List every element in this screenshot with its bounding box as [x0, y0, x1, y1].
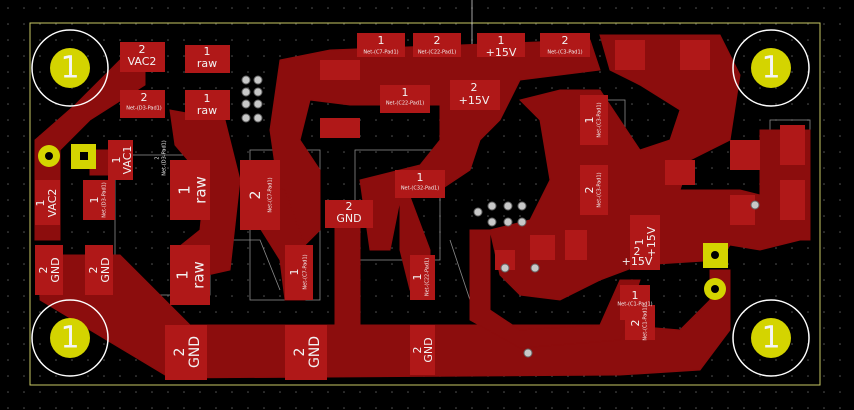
pad-number: 1 — [417, 171, 424, 184]
mounting-hole-label: 1 — [761, 51, 780, 86]
pad-net-label: Net-(C22-Pad1) — [386, 101, 424, 107]
pad-number: 2 — [292, 348, 308, 357]
mounting-hole-label: 1 — [761, 321, 780, 356]
pad-net-label: GND — [187, 336, 203, 368]
pad-number: 1 — [204, 92, 211, 105]
pad-number: 2 — [139, 43, 146, 56]
pad-net-label: GND — [307, 336, 323, 368]
pad-number: 2 — [37, 267, 50, 274]
mounting-hole-top-right: 1 — [732, 29, 810, 107]
pad-net-label: +15V — [645, 226, 658, 257]
pad-number: 2 — [434, 34, 441, 47]
pad-number: 2 — [634, 245, 641, 258]
mounting-hole-label: 1 — [60, 51, 79, 86]
pad-net-label: Net-(C1-Pad1) — [643, 305, 649, 340]
board-outline — [29, 22, 821, 386]
pad-net-label: Net-(C22-Pad1) — [418, 50, 456, 56]
pad-number: 1 — [88, 197, 101, 204]
pad-label-15v-right: 2 +15V — [622, 245, 653, 268]
pad-net-label: raw — [190, 261, 208, 289]
pad-net-label: Net-(C32-Pad1) — [401, 186, 439, 192]
pad-number: 1 — [288, 269, 301, 276]
pad-number: 2 — [87, 267, 100, 274]
pad-net-label: Net-(C3-Pad1) — [597, 172, 603, 207]
vias — [241, 75, 760, 358]
pad-net-label: Net-(C7-Pad1) — [303, 254, 309, 289]
pad-number: 1 — [402, 86, 409, 99]
pad-net-label: Net-(D3-Pad1) — [162, 140, 168, 176]
pad-number: 1 — [174, 270, 192, 280]
pad-net-label: raw — [197, 57, 217, 70]
pad-number: 2 — [155, 156, 161, 159]
through-hole-pads — [38, 144, 728, 300]
pad-net-label: GND — [49, 257, 62, 282]
pad-number: 2 — [629, 320, 642, 327]
pad-number: 2 — [141, 91, 148, 104]
pad-net-label: +15V — [486, 46, 517, 59]
pad-net-label: Net-(C3-Pad1) — [547, 50, 582, 56]
pad-number: 1 — [204, 45, 211, 58]
pad-net-label: GND — [99, 257, 112, 282]
pad-net-label: raw — [192, 176, 210, 204]
pad-number: 2 — [411, 347, 424, 354]
pad-number: 1 — [632, 289, 639, 302]
pad-labels: 2 VAC2 1 raw 2 Net-(D3-Pad1) 1 raw 1 Net… — [126, 34, 582, 225]
pad-number: 2 — [172, 348, 188, 357]
mounting-hole-top-left: 1 — [31, 29, 109, 107]
pad-number: 1 — [34, 200, 47, 207]
pad-net-label: VAC2 — [128, 55, 157, 68]
pad-net-label: Net-(C1-Pad1) — [617, 302, 652, 308]
pad-number: 1 — [583, 117, 596, 124]
copper-pads — [35, 33, 805, 380]
pad-number: 2 — [471, 81, 478, 94]
pad-net-label: Net-(C7-Pad1) — [268, 177, 274, 212]
mounting-hole-bottom-right: 1 — [732, 299, 810, 377]
pad-net-label: Net-(C22-Pad1) — [425, 258, 431, 296]
pad-net-label: Net-(D3-Pad1) — [102, 182, 108, 218]
pad-net-label: raw — [197, 104, 217, 117]
mounting-hole-label: 1 — [60, 321, 79, 356]
pad-net-label: Net-(C3-Pad1) — [597, 102, 603, 137]
pad-labels-rotated: 1 VAC1 2 Net-(D3-Pad1) 1 VAC2 1 Net-(D3-… — [34, 102, 658, 368]
pad-net-label: GND — [336, 212, 361, 225]
pad-net-label: Net-(C7-Pad1) — [363, 50, 398, 56]
pad-number: 1 — [633, 239, 646, 246]
pad-number: 1 — [176, 185, 194, 195]
pad-number: 2 — [583, 187, 596, 194]
pad-net-label: GND — [422, 337, 435, 362]
pad-number: 2 — [248, 191, 264, 200]
pad-number: 1 — [110, 157, 123, 164]
pad-net-label: +15V — [622, 255, 653, 268]
pad-net-label: VAC2 — [46, 189, 59, 218]
pad-net-label: +15V — [459, 94, 490, 107]
pad-number: 1 — [498, 34, 505, 47]
pad-number: 2 — [346, 200, 353, 213]
pad-number: 1 — [378, 34, 385, 47]
pad-net-label: VAC1 — [121, 146, 134, 175]
pad-number: 1 — [411, 274, 424, 281]
pad-number: 2 — [562, 34, 569, 47]
mounting-hole-bottom-left: 1 — [31, 299, 109, 377]
pad-net-label: Net-(D3-Pad1) — [126, 106, 162, 112]
